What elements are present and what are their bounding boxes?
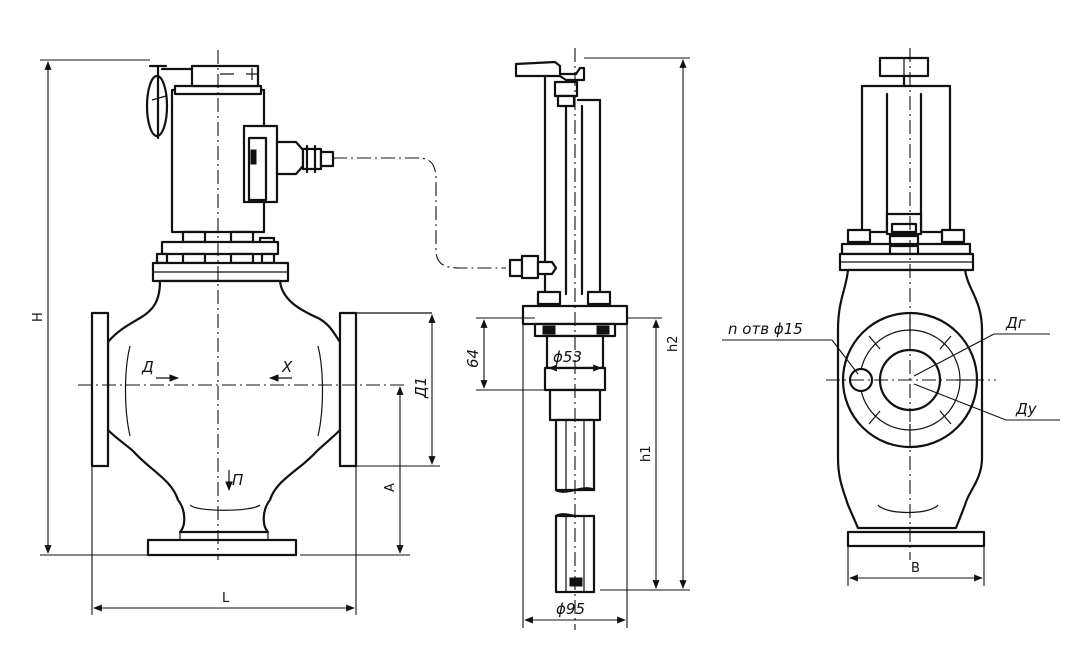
end-view [826,48,996,560]
label-dg: Дг [1005,314,1026,332]
dim-b: B [911,561,920,576]
dim-h2: h2 [666,335,681,352]
dim-h: H [31,312,46,322]
dim-phi53: ϕ53 [553,348,582,366]
lever-handle-icon [145,64,169,140]
dim-d1: Д1 [412,377,430,399]
dim-64: 64 [464,349,482,368]
label-hole: n отв ϕ15 [728,320,803,338]
end-dimensions: n отв ϕ15 Дг Ду B [722,314,1060,586]
side-view [508,48,629,630]
dim-l: L [222,591,230,606]
label-p: П [232,471,243,489]
label-d: Д [141,358,154,376]
front-dimensions: H L Д1 A [31,59,440,615]
label-du: Ду [1015,400,1038,418]
side-dimensions: 64 ϕ53 h1 h2 ϕ95 [464,57,690,628]
front-view: Д Х П [78,50,432,560]
dim-phi95: ϕ95 [556,600,585,618]
dim-h1: h1 [639,445,654,462]
cable-line [333,157,506,269]
dim-a: A [383,483,398,492]
label-x: Х [281,358,293,376]
